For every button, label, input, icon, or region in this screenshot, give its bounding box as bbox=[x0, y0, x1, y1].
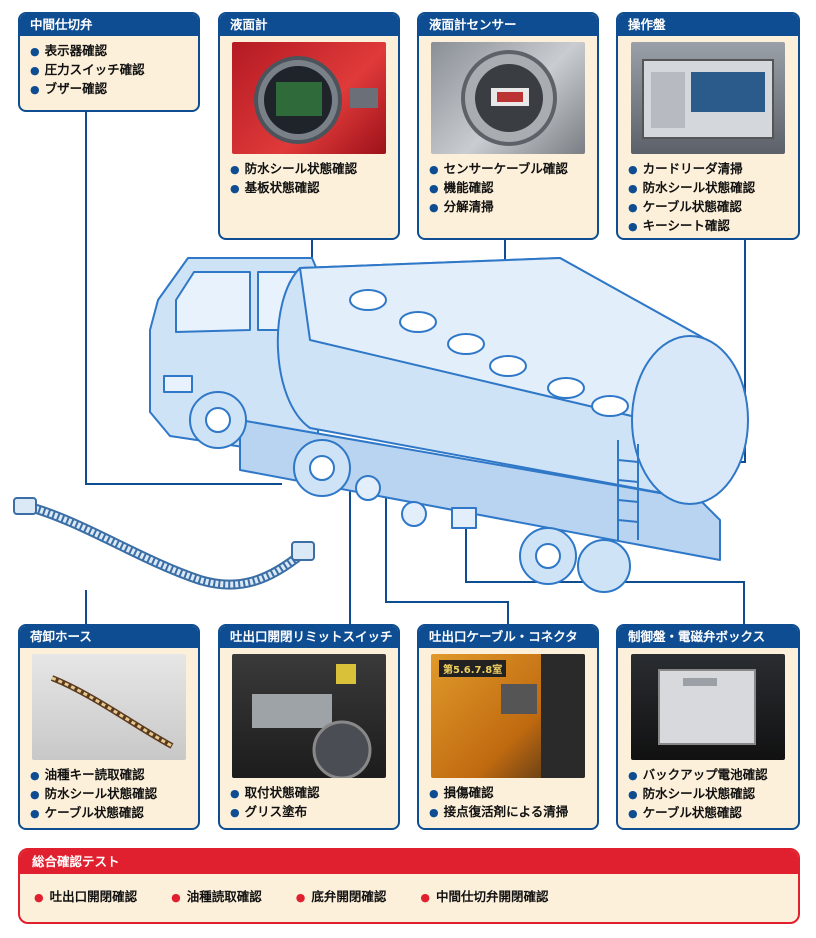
card-title: 吐出口開閉リミットスイッチ bbox=[220, 626, 398, 648]
check-item: 分解清掃 bbox=[429, 198, 593, 217]
test-item: 油種読取確認 bbox=[171, 886, 262, 905]
check-item: 機能確認 bbox=[429, 179, 593, 198]
card-unloading-hose: 荷卸ホース 油種キー読取確認 防水シール状態確認 ケーブル状態確認 bbox=[18, 624, 200, 830]
check-item: 防水シール状態確認 bbox=[628, 179, 794, 198]
check-item: ブザー確認 bbox=[30, 80, 194, 99]
card-limit-switch: 吐出口開閉リミットスイッチ 取付状態確認 グリス塗布 bbox=[218, 624, 400, 830]
check-item: 油種キー読取確認 bbox=[30, 766, 194, 785]
check-item: 圧力スイッチ確認 bbox=[30, 61, 194, 80]
unloading-hose-photo bbox=[32, 654, 186, 760]
check-item: バックアップ電池確認 bbox=[628, 766, 794, 785]
check-item: カードリーダ清掃 bbox=[628, 160, 794, 179]
card-level-gauge: 液面計 防水シール状態確認 基板状態確認 bbox=[218, 12, 400, 240]
check-item: ケーブル状態確認 bbox=[30, 804, 194, 823]
outlet-cable-photo: 第5.6.7.8室 bbox=[431, 654, 585, 778]
card-control-panel: 操作盤 カードリーダ清掃 防水シール状態確認 ケーブル状態確認 キーシート確認 bbox=[616, 12, 800, 240]
check-item: キーシート確認 bbox=[628, 217, 794, 236]
test-item: 底弁開閉確認 bbox=[296, 886, 386, 905]
card-title: 操作盤 bbox=[618, 14, 798, 36]
level-gauge-photo bbox=[232, 42, 386, 154]
card-control-box: 制御盤・電磁弁ボックス バックアップ電池確認 防水シール状態確認 ケーブル状態確… bbox=[616, 624, 800, 830]
card-title: 液面計 bbox=[220, 14, 398, 36]
total-test-box: 総合確認テスト 吐出口開閉確認 油種読取確認 底弁開閉確認 中間仕切弁開閉確認 bbox=[18, 848, 800, 924]
check-item: 防水シール状態確認 bbox=[628, 785, 794, 804]
control-box-photo bbox=[631, 654, 785, 760]
test-item: 吐出口開閉確認 bbox=[34, 886, 138, 905]
check-item: グリス塗布 bbox=[230, 803, 394, 822]
control-panel-photo bbox=[631, 42, 785, 154]
check-item: ケーブル状態確認 bbox=[628, 804, 794, 823]
check-item: 防水シール状態確認 bbox=[30, 785, 194, 804]
card-title: 液面計センサー bbox=[419, 14, 597, 36]
card-title: 制御盤・電磁弁ボックス bbox=[618, 626, 798, 648]
check-item: 防水シール状態確認 bbox=[230, 160, 394, 179]
card-title: 吐出口ケーブル・コネクタ bbox=[419, 626, 597, 648]
card-title: 荷卸ホース bbox=[20, 626, 198, 648]
card-intermediate-valve: 中間仕切弁 表示器確認 圧力スイッチ確認 ブザー確認 bbox=[18, 12, 200, 112]
check-item: 取付状態確認 bbox=[230, 784, 394, 803]
hose-illustration bbox=[13, 497, 315, 590]
check-item: 基板状態確認 bbox=[230, 179, 394, 198]
card-level-sensor: 液面計センサー センサーケーブル確認 機能確認 分解清掃 bbox=[417, 12, 599, 240]
check-item: 表示器確認 bbox=[30, 42, 194, 61]
check-item: 接点復活剤による清掃 bbox=[429, 803, 593, 822]
connector-intermediate-valve bbox=[85, 112, 282, 485]
outlet-number-label: 第5.6.7.8室 bbox=[439, 660, 507, 677]
level-sensor-photo bbox=[431, 42, 585, 154]
check-item: 損傷確認 bbox=[429, 784, 593, 803]
total-test-title: 総合確認テスト bbox=[20, 850, 798, 874]
connector-outlet-cable bbox=[385, 492, 509, 624]
test-item: 中間仕切弁開閉確認 bbox=[420, 886, 549, 905]
check-item: ケーブル状態確認 bbox=[628, 198, 794, 217]
limit-switch-photo bbox=[232, 654, 386, 778]
check-item: センサーケーブル確認 bbox=[429, 160, 593, 179]
card-title: 中間仕切弁 bbox=[20, 14, 198, 36]
card-outlet-cable: 吐出口ケーブル・コネクタ 第5.6.7.8室 損傷確認 接点復活剤による清掃 bbox=[417, 624, 599, 830]
